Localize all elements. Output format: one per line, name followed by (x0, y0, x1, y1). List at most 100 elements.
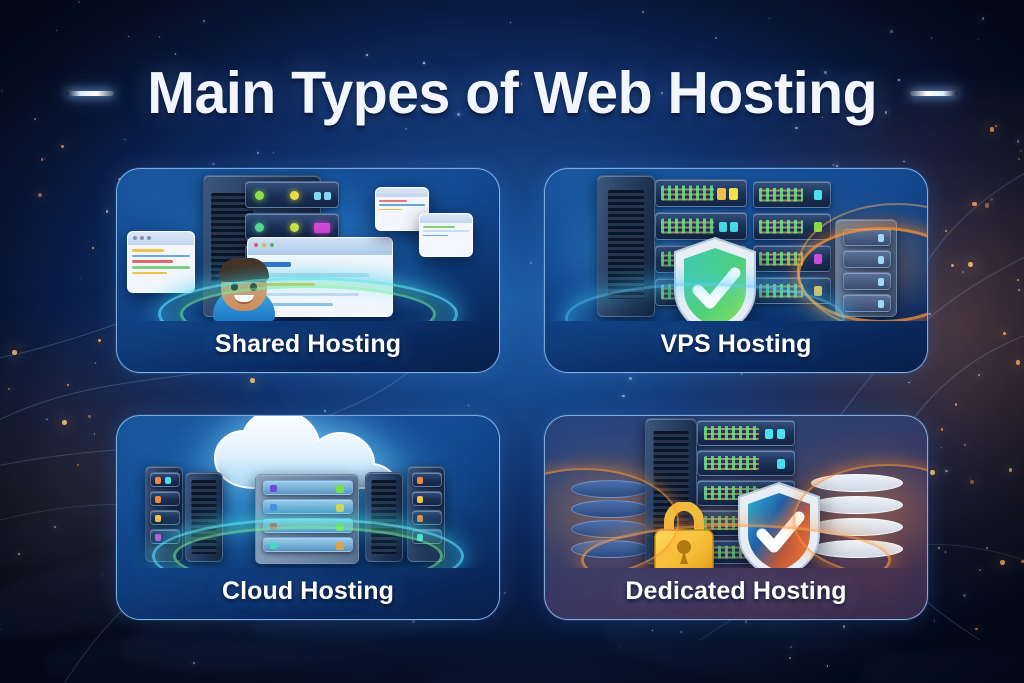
star-particle (1017, 157, 1020, 160)
star-particle (1008, 468, 1013, 472)
avatar-eye-right (250, 283, 257, 291)
window-content (248, 255, 392, 316)
star-particle (977, 374, 981, 377)
star-particle (836, 165, 838, 167)
title-dash-left-icon (65, 90, 114, 96)
star-particle (94, 362, 97, 364)
star-particle (950, 263, 954, 267)
star-particle (46, 418, 48, 421)
star-particle (43, 158, 45, 160)
database-disc (811, 474, 903, 492)
star-particle (1003, 332, 1007, 335)
card-dedicated-hosting[interactable]: Dedicated Hosting (544, 415, 928, 620)
star-particle (8, 388, 11, 391)
cabinet-bay (843, 228, 891, 246)
window-titlebar (420, 214, 472, 224)
star-particle (12, 350, 17, 355)
security-shield-icon (674, 236, 756, 321)
star-particle (968, 262, 973, 267)
star-particle (203, 20, 205, 23)
server-rack-left-back (185, 472, 223, 562)
star-particle (79, 277, 81, 279)
star-particle (970, 477, 972, 480)
star-particle (963, 443, 967, 446)
rack-bay (412, 472, 442, 487)
star-particle (975, 627, 978, 631)
star-particle (977, 38, 979, 40)
rack-bay (412, 529, 442, 544)
star-particle (985, 203, 990, 208)
window-titlebar (248, 238, 392, 256)
star-particle (933, 620, 936, 622)
star-particle (963, 594, 967, 597)
star-particle (105, 210, 109, 213)
user-avatar (209, 253, 279, 321)
star-particle (962, 270, 965, 274)
star-particle (77, 1, 81, 4)
server-rack-left (597, 175, 655, 317)
star-particle (890, 30, 893, 33)
avatar-eye-left (231, 283, 238, 291)
star-particle (641, 10, 645, 14)
star-particle (18, 553, 20, 555)
server-bay (753, 213, 831, 240)
browser-window-small-top-right (375, 187, 429, 231)
database-disc (571, 520, 649, 538)
cloud-hosting-illustration (117, 416, 499, 568)
database-disc (571, 480, 649, 498)
star-particle (128, 35, 130, 37)
cloud-icon (213, 416, 398, 489)
star-particle (928, 312, 931, 316)
star-particle (680, 631, 683, 634)
server-rack-center (255, 474, 359, 564)
star-particle (903, 160, 905, 163)
star-particle (66, 384, 69, 386)
card-vps-hosting[interactable]: VPS Hosting (544, 168, 928, 373)
window-titlebar (128, 232, 194, 246)
rack-bay (150, 529, 180, 544)
star-particle (832, 163, 836, 167)
star-particle (192, 661, 195, 664)
star-particle (954, 402, 958, 406)
rack-bay (150, 510, 180, 525)
star-particle (62, 420, 67, 425)
background-polygon (857, 637, 1024, 683)
card-cloud-hosting[interactable]: Cloud Hosting (116, 415, 500, 620)
star-particle (768, 17, 771, 20)
avatar-smile (234, 295, 254, 304)
star-particle (1017, 288, 1021, 291)
avatar-hair (219, 258, 269, 282)
star-particle (101, 573, 104, 576)
star-particle (510, 22, 512, 24)
star-particle (124, 138, 127, 141)
rack-bay (150, 472, 180, 487)
rack-bay (263, 537, 353, 552)
star-particle (212, 162, 215, 166)
star-particle (56, 30, 58, 32)
rack-bay (263, 480, 353, 495)
star-particle (979, 568, 982, 571)
database-disc (571, 540, 649, 558)
title-dash-right-icon (910, 90, 959, 96)
star-particle (944, 229, 947, 232)
star-particle (1016, 360, 1021, 365)
card-shared-hosting[interactable]: Shared Hosting (116, 168, 500, 373)
window-content (420, 223, 472, 256)
star-particle (969, 479, 974, 484)
star-particle (1000, 560, 1005, 565)
card-label-cloud-hosting: Cloud Hosting (221, 576, 395, 605)
star-particle (930, 470, 935, 475)
star-particle (827, 665, 829, 667)
star-particle (714, 36, 718, 40)
window-titlebar (376, 188, 428, 198)
rack-vent-grille (371, 480, 397, 554)
rack-bay (263, 518, 353, 533)
star-particle (972, 201, 977, 206)
page-title: Main Types of Web Hosting (147, 60, 877, 126)
window-content (128, 245, 194, 292)
star-particle (158, 36, 161, 39)
drive-bay (245, 181, 339, 208)
server-rack-left (145, 466, 183, 562)
rack-bay (263, 499, 353, 514)
